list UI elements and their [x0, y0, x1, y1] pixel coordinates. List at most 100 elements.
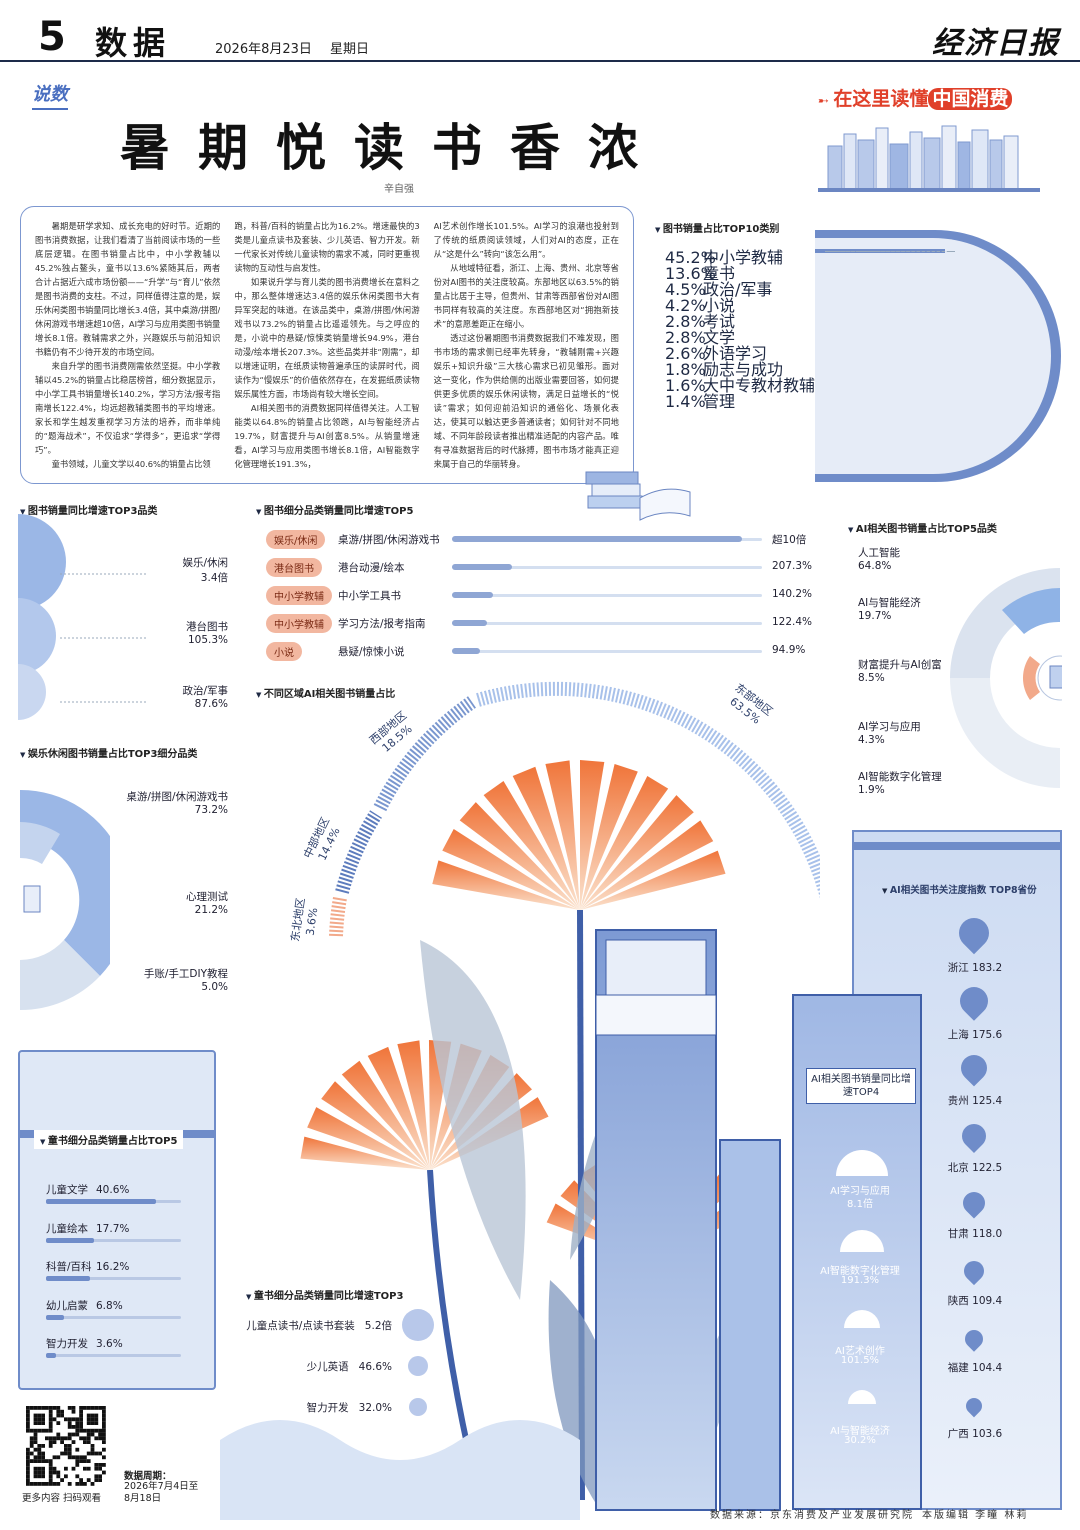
kid-growth-item: 智力开发 32.0% — [307, 1400, 392, 1415]
fan-blade — [459, 802, 580, 910]
growth-value: 105.3% — [187, 634, 228, 646]
issue-weekday: 星期日 — [330, 42, 370, 57]
fan-blade — [580, 760, 605, 910]
province-label: 贵州 125.4 — [947, 1095, 1003, 1108]
ai-slice-2 — [950, 678, 1060, 788]
kid-item-name: 科普/百科 — [46, 1261, 92, 1274]
kid-item-name: 儿童文学 — [46, 1184, 88, 1196]
fan-blade — [580, 764, 638, 910]
slogan-highlight: 中国消费 — [928, 88, 1013, 110]
ai-item-name: AI学习与应用 — [858, 721, 921, 733]
location-pin-icon — [952, 911, 996, 955]
ai-item-name: 人工智能 — [858, 547, 900, 559]
top10-name: 管理 — [703, 392, 736, 411]
qr-caption: 更多内容 扫码观看 — [22, 1493, 102, 1504]
panel-band — [852, 842, 1062, 850]
ai-slice-3 — [1002, 588, 1060, 634]
top10-percent: 1.8% — [665, 360, 706, 379]
kid-growth-bubble — [402, 1309, 434, 1341]
kid-bar-fill — [46, 1353, 56, 1359]
location-pin-icon — [957, 1118, 991, 1153]
kid-bar-fill — [46, 1199, 156, 1204]
growth-value: 87.6% — [194, 698, 228, 710]
ent-value: 21.2% — [194, 904, 228, 916]
location-pin-icon — [959, 1256, 989, 1286]
ai-item-value: 1.9% — [858, 784, 885, 796]
top10-name: 文学 — [703, 328, 736, 347]
fan-blade — [442, 829, 580, 910]
top10-leader — [825, 251, 955, 252]
growth-value: 3.4倍 — [200, 572, 228, 584]
paragraph: AI艺术创作增长101.5%。AI学习的浪潮也投射到了传统的纸质阅读领域，人们对… — [433, 221, 619, 259]
page-title: 暑期悦读书香浓 — [120, 119, 666, 177]
qr-code[interactable] — [24, 1404, 108, 1488]
top10-percent: 2.6% — [665, 344, 706, 363]
ai-growth-title: AI相关图书销量同比增速TOP4 — [811, 1074, 911, 1098]
kid-top5-title: 童书细分品类销量占比TOP5 — [34, 1130, 184, 1149]
fan-blade — [580, 795, 694, 910]
top10-row: 4.5%政治/军事 — [665, 249, 965, 299]
kid-growth-name: 儿童点读书/点读书套装 — [246, 1320, 355, 1332]
top10-percent: 1.6% — [665, 376, 706, 395]
paragraph: 来自升学的图书消费刚需依然坚挺。中小学教辅以45.2%的销量占比稳居榜首，细分数… — [35, 361, 221, 455]
kid-growth-title: 童书细分品类销量同比增速TOP3 — [246, 1287, 404, 1302]
fan-blade — [580, 850, 726, 910]
growth-circle-3 — [18, 664, 46, 720]
sub-item-name: 悬疑/惊悚小说 — [338, 646, 405, 658]
ent-label: 手账/手工DIY教程 — [143, 968, 228, 980]
kid-item: 儿童文学 40.6% — [46, 1182, 129, 1197]
ai-growth-name: AI学习与应用 — [830, 1186, 890, 1197]
paragraph: 从地域特征看，浙江、上海、贵州、北京等省份对AI图书的关注度较高。东部地区以63… — [433, 263, 619, 329]
location-pin-icon — [962, 1394, 986, 1418]
fan-blade — [545, 760, 580, 910]
sub-item-value: 207.3% — [772, 560, 813, 572]
top10-row: 2.6%外语学习 — [665, 249, 965, 363]
location-pin-icon — [955, 1049, 993, 1087]
region-title: 不同区域AI相关图书销量占比 — [256, 685, 395, 700]
kid-growth-name: 智力开发 — [306, 1402, 349, 1414]
kid-bar-track — [46, 1315, 181, 1319]
ai-item-value: 8.5% — [858, 672, 885, 684]
location-pin-icon — [958, 1187, 990, 1219]
kid-growth-value: 32.0% — [358, 1402, 392, 1414]
province-label: 上海 175.6 — [947, 1028, 1003, 1041]
sub-item-value: 140.2% — [772, 588, 813, 600]
ent-value: 73.2% — [194, 804, 228, 816]
kid-item-value: 3.6% — [96, 1338, 123, 1351]
top10-row: 13.6%童书 — [665, 249, 965, 283]
top10-row: 1.4%管理 — [665, 249, 965, 411]
kid-item-name: 幼儿启蒙 — [46, 1299, 88, 1312]
fan-blade — [483, 780, 580, 910]
ai-growth-value: 30.2% — [844, 1435, 876, 1446]
top10-percent: 1.4% — [665, 392, 706, 411]
paragraph: 暑期是研学求知、成长充电的好时节。近期的图书消费数据，让我们看清了当前阅读市场的… — [35, 221, 221, 357]
top10-bar — [815, 249, 821, 253]
fan-blade — [341, 1060, 430, 1170]
top10-title: 图书销量占比TOP10类别 — [655, 220, 780, 235]
paragraph: 如果说升学与育儿类的图书消费增长在意料之中，那么整体增速达3.4倍的娱乐休闲类图… — [234, 277, 420, 399]
region-arc-chart — [329, 681, 820, 937]
newspaper-logo: 经济日报 — [932, 26, 1060, 61]
kid-bar-fill — [46, 1314, 65, 1320]
kid-growth-bubble — [408, 1356, 428, 1376]
data-period-label: 数据周期： — [124, 1471, 172, 1482]
kid-item-value: 40.6% — [96, 1184, 130, 1196]
sub-bar-track — [452, 566, 762, 569]
top10-row: 4.2%小说 — [665, 249, 965, 315]
kid-bar-track — [46, 1354, 181, 1358]
fan-blade — [397, 1040, 430, 1170]
top10-name: 大中专教材教辅 — [703, 376, 816, 395]
province-label: 北京 122.5 — [947, 1161, 1003, 1174]
page-header — [0, 0, 1080, 62]
top10-row: 2.8%考试 — [665, 249, 965, 331]
